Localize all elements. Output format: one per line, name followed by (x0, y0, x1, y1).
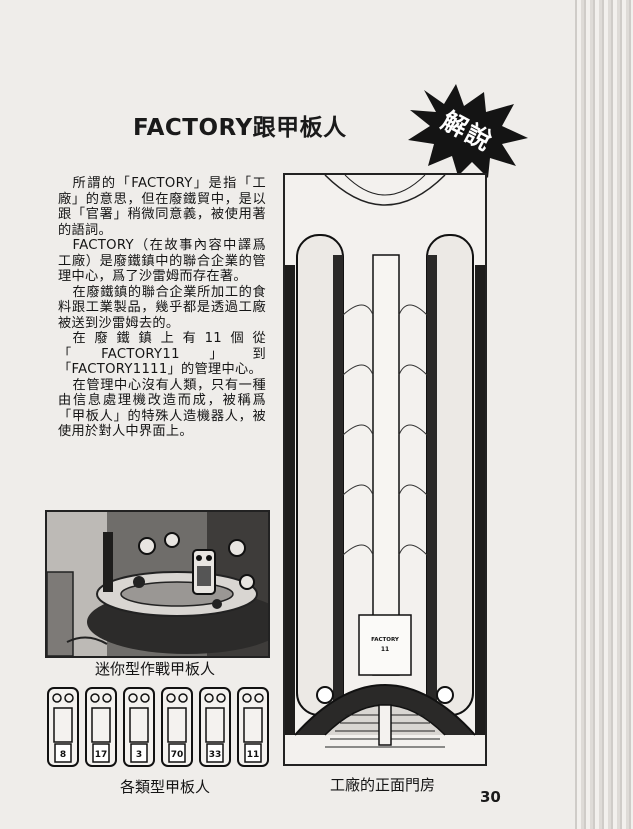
factory-gate-drawing: FACTORY 11 (285, 175, 485, 748)
robot-label-5: 33 (209, 750, 222, 760)
page-title: FACTORY跟甲板人 (133, 115, 347, 141)
robot-label-3: 3 (136, 750, 142, 760)
robot-label-2: 17 (95, 750, 108, 760)
deckman-types-illustration: 8 17 3 70 33 11 (47, 687, 269, 767)
paragraph-1: 所謂的「FACTORY」是指「工廠」的意思，但在廢鐵貿中，是以跟「官署」稍微同意… (58, 176, 266, 238)
deckman-robot-4 (161, 687, 193, 767)
factory-gate-illustration: FACTORY 11 (283, 173, 487, 766)
deckman-robot-6 (237, 687, 269, 767)
page-edge-stack (575, 0, 633, 829)
deckman-robot-3 (123, 687, 155, 767)
mini-deckman-drawing (47, 512, 268, 656)
paragraph-3: 在廢鐵鎮的聯合企業所加工的食料跟工業製品，幾乎都是透過工廠被送到沙雷姆去的。 (58, 284, 266, 331)
paragraph-2: FACTORY（在故事內容中譯爲工廠）是廢鐵鎮中的聯合企業的管理中心，爲了沙雷姆… (58, 238, 266, 284)
robot-label-4: 70 (171, 750, 184, 760)
deckman-robot-2 (85, 687, 117, 767)
factory-gate-caption: 工廠的正面門房 (330, 776, 436, 794)
robot-label-6: 11 (247, 750, 260, 760)
gate-sign-name: FACTORY (371, 637, 400, 643)
gate-sign-number: 11 (381, 646, 389, 653)
deckman-types-caption: 各類型甲板人 (120, 778, 211, 796)
mini-deckman-caption: 迷你型作戰甲板人 (95, 660, 216, 678)
deckman-robot-5 (199, 687, 231, 767)
mini-deckman-illustration (45, 510, 270, 658)
paragraph-5: 在管理中心沒有人類，只有一種由信息處理機改造而成，被稱爲「甲板人」的特殊人造機器… (58, 377, 266, 440)
robot-label-1: 8 (60, 750, 66, 760)
deckman-robot-1 (47, 687, 79, 767)
page-number: 30 (480, 788, 501, 806)
paragraph-4: 在廢鐵鎮上有11個從「FACTORY11」到「FACTORY1111」的管理中心… (58, 331, 266, 377)
article-body: 所謂的「FACTORY」是指「工廠」的意思，但在廢鐵貿中，是以跟「官署」稍微同意… (58, 176, 266, 440)
starburst-badge (408, 84, 528, 178)
